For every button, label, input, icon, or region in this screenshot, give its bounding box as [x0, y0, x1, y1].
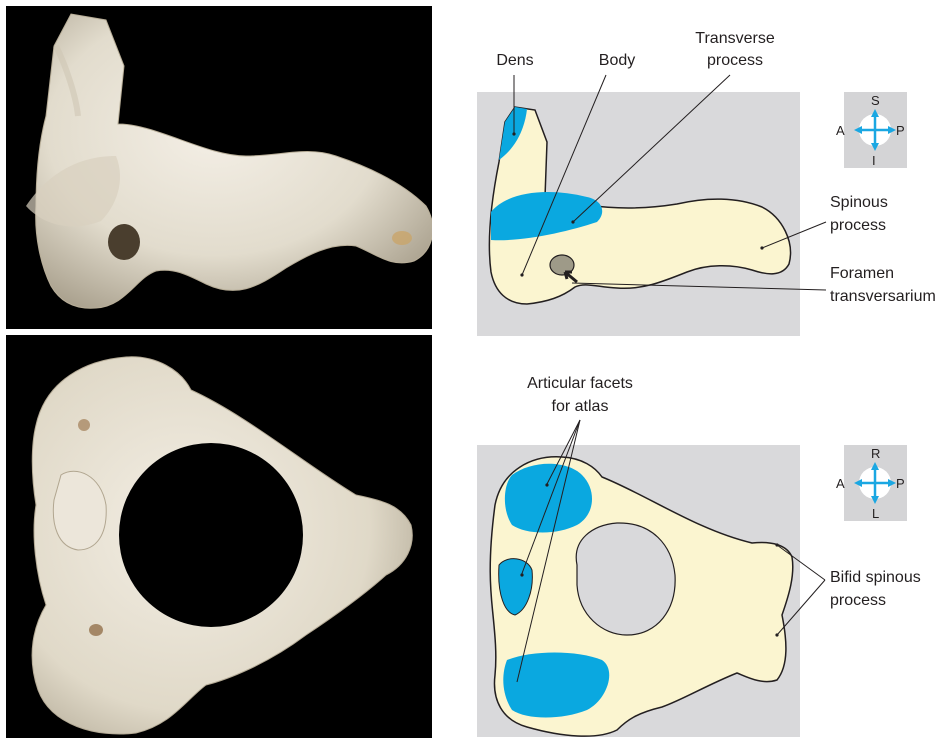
- orientation-anterior-label: A: [836, 121, 845, 140]
- label-foramen-line1: Foramen: [830, 264, 894, 283]
- orientation-left-label: L: [872, 504, 879, 523]
- label-spinous-line2: process: [830, 216, 886, 235]
- axis-lateral-diagram: [477, 92, 800, 336]
- label-transverse-line2: process: [685, 51, 785, 70]
- axis-superior-photo: [6, 335, 432, 738]
- orientation-anterior-label: A: [836, 474, 845, 493]
- orientation-posterior-label: P: [896, 121, 905, 140]
- label-articular-line1: Articular facets: [512, 374, 648, 393]
- label-spinous-line1: Spinous: [830, 193, 888, 212]
- label-bifid-line1: Bifid spinous: [830, 568, 921, 587]
- left-articular-facet: [505, 464, 592, 533]
- label-bifid-line2: process: [830, 591, 886, 610]
- orientation-superior-label: S: [871, 91, 880, 110]
- label-articular-line2: for atlas: [512, 397, 648, 416]
- label-foramen-line2: transversarium: [830, 287, 936, 306]
- orientation-right-label: R: [871, 444, 880, 463]
- axis-superior-diagram: [477, 445, 800, 737]
- axis-lateral-photo: [6, 6, 432, 329]
- orientation-indicator-superior: R L A P: [844, 445, 907, 521]
- axis-lateral-bone-image: [6, 6, 432, 329]
- label-transverse-line1: Transverse: [685, 29, 785, 48]
- axis-lateral-drawing: [477, 92, 800, 336]
- orientation-posterior-label: P: [896, 474, 905, 493]
- orientation-inferior-label: I: [872, 151, 876, 170]
- axis-superior-drawing: [477, 445, 800, 737]
- label-body: Body: [592, 51, 642, 70]
- orientation-indicator-lateral: S I A P: [844, 92, 907, 168]
- label-dens: Dens: [490, 51, 540, 70]
- axis-superior-bone-image: [6, 335, 432, 738]
